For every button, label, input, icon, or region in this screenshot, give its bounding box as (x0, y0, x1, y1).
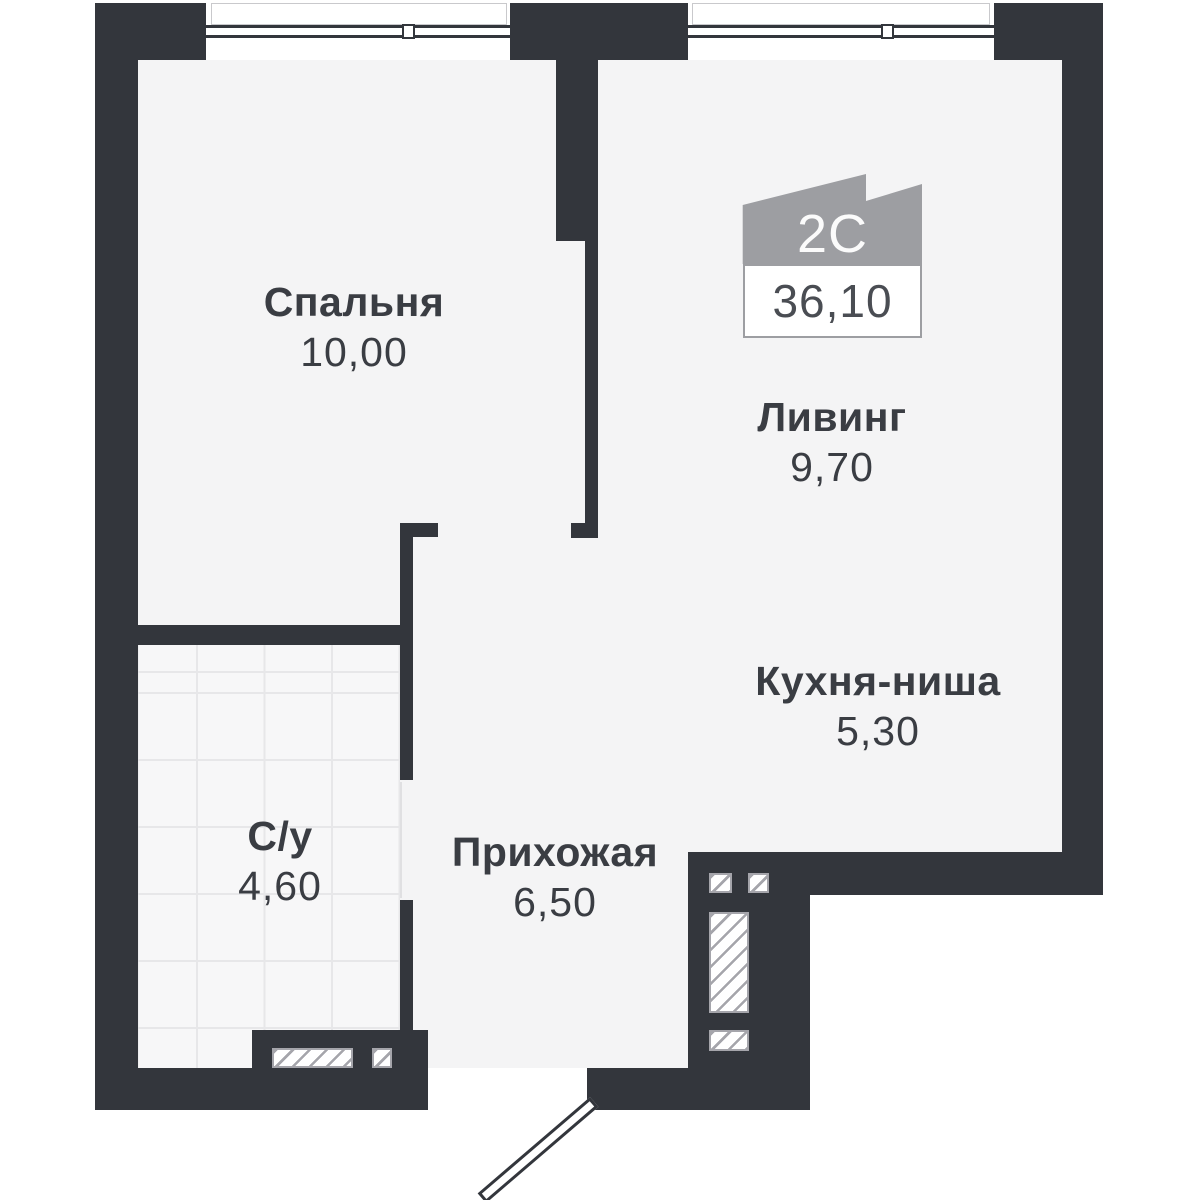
wall-bathroom-right-upper (400, 523, 413, 780)
bathroom-door-threshold (400, 782, 402, 898)
room-name: Ливинг (757, 394, 907, 440)
room-name: С/у (247, 813, 313, 859)
room-name: Спальня (263, 279, 445, 325)
room-label-bedroom: Спальня 10,00 (264, 277, 445, 377)
room-label-living: Ливинг 9,70 (757, 392, 906, 492)
floor-hallway (400, 523, 688, 1068)
wall-right (1062, 3, 1103, 895)
room-name: Кухня-ниша (755, 658, 1001, 704)
wall-bathroom-right-lower (400, 900, 413, 1032)
vent-shaft-hatch (709, 1030, 749, 1051)
room-area: 9,70 (790, 444, 874, 490)
wall-bottom-seg2 (587, 1068, 688, 1110)
window-left-outer-sill (211, 3, 507, 25)
window-left-frame (206, 25, 510, 28)
wall-divider-thick (556, 58, 598, 241)
floor-bathroom-tiles (138, 645, 400, 1068)
room-label-hallway: Прихожая 6,50 (452, 827, 658, 927)
vent-shaft-hatch (748, 873, 769, 893)
room-label-bathroom: С/у 4,60 (238, 811, 322, 911)
wall-bedroom-bathroom (95, 625, 413, 645)
room-area: 10,00 (300, 329, 408, 375)
entry-door-leaf (477, 1097, 599, 1200)
wall-bottom-seg1 (95, 1068, 428, 1110)
vent-shaft-hatch (272, 1048, 353, 1068)
window-right-outer-sill (692, 3, 990, 25)
wall-top-seg2 (510, 3, 688, 60)
apartment-type-label: 2С (796, 204, 869, 264)
room-area: 4,60 (238, 863, 322, 909)
window-right-mullion (881, 24, 894, 39)
room-area: 6,50 (513, 879, 597, 925)
wall-divider-thin (585, 241, 598, 538)
wall-divider-foot (571, 523, 598, 538)
wall-bathroom-stub (400, 523, 438, 537)
vent-shaft-hatch (709, 873, 732, 893)
wall-left (95, 3, 138, 1110)
window-right-frame (688, 35, 994, 38)
badge-roof-icon (742, 174, 922, 264)
room-name: Прихожая (451, 829, 659, 875)
wall-shaft-block (688, 852, 810, 1110)
wall-bottom-living (810, 852, 1103, 895)
vent-shaft-hatch (709, 912, 749, 1013)
apartment-total-area: 36,10 (743, 264, 922, 338)
window-left-frame (206, 35, 510, 38)
window-right-frame (688, 25, 994, 28)
room-label-kitchen: Кухня-ниша 5,30 (755, 656, 1000, 756)
vent-shaft-hatch (372, 1048, 392, 1068)
wall-top-seg1 (95, 3, 206, 60)
room-area: 5,30 (836, 708, 920, 754)
window-left-mullion (402, 24, 415, 39)
